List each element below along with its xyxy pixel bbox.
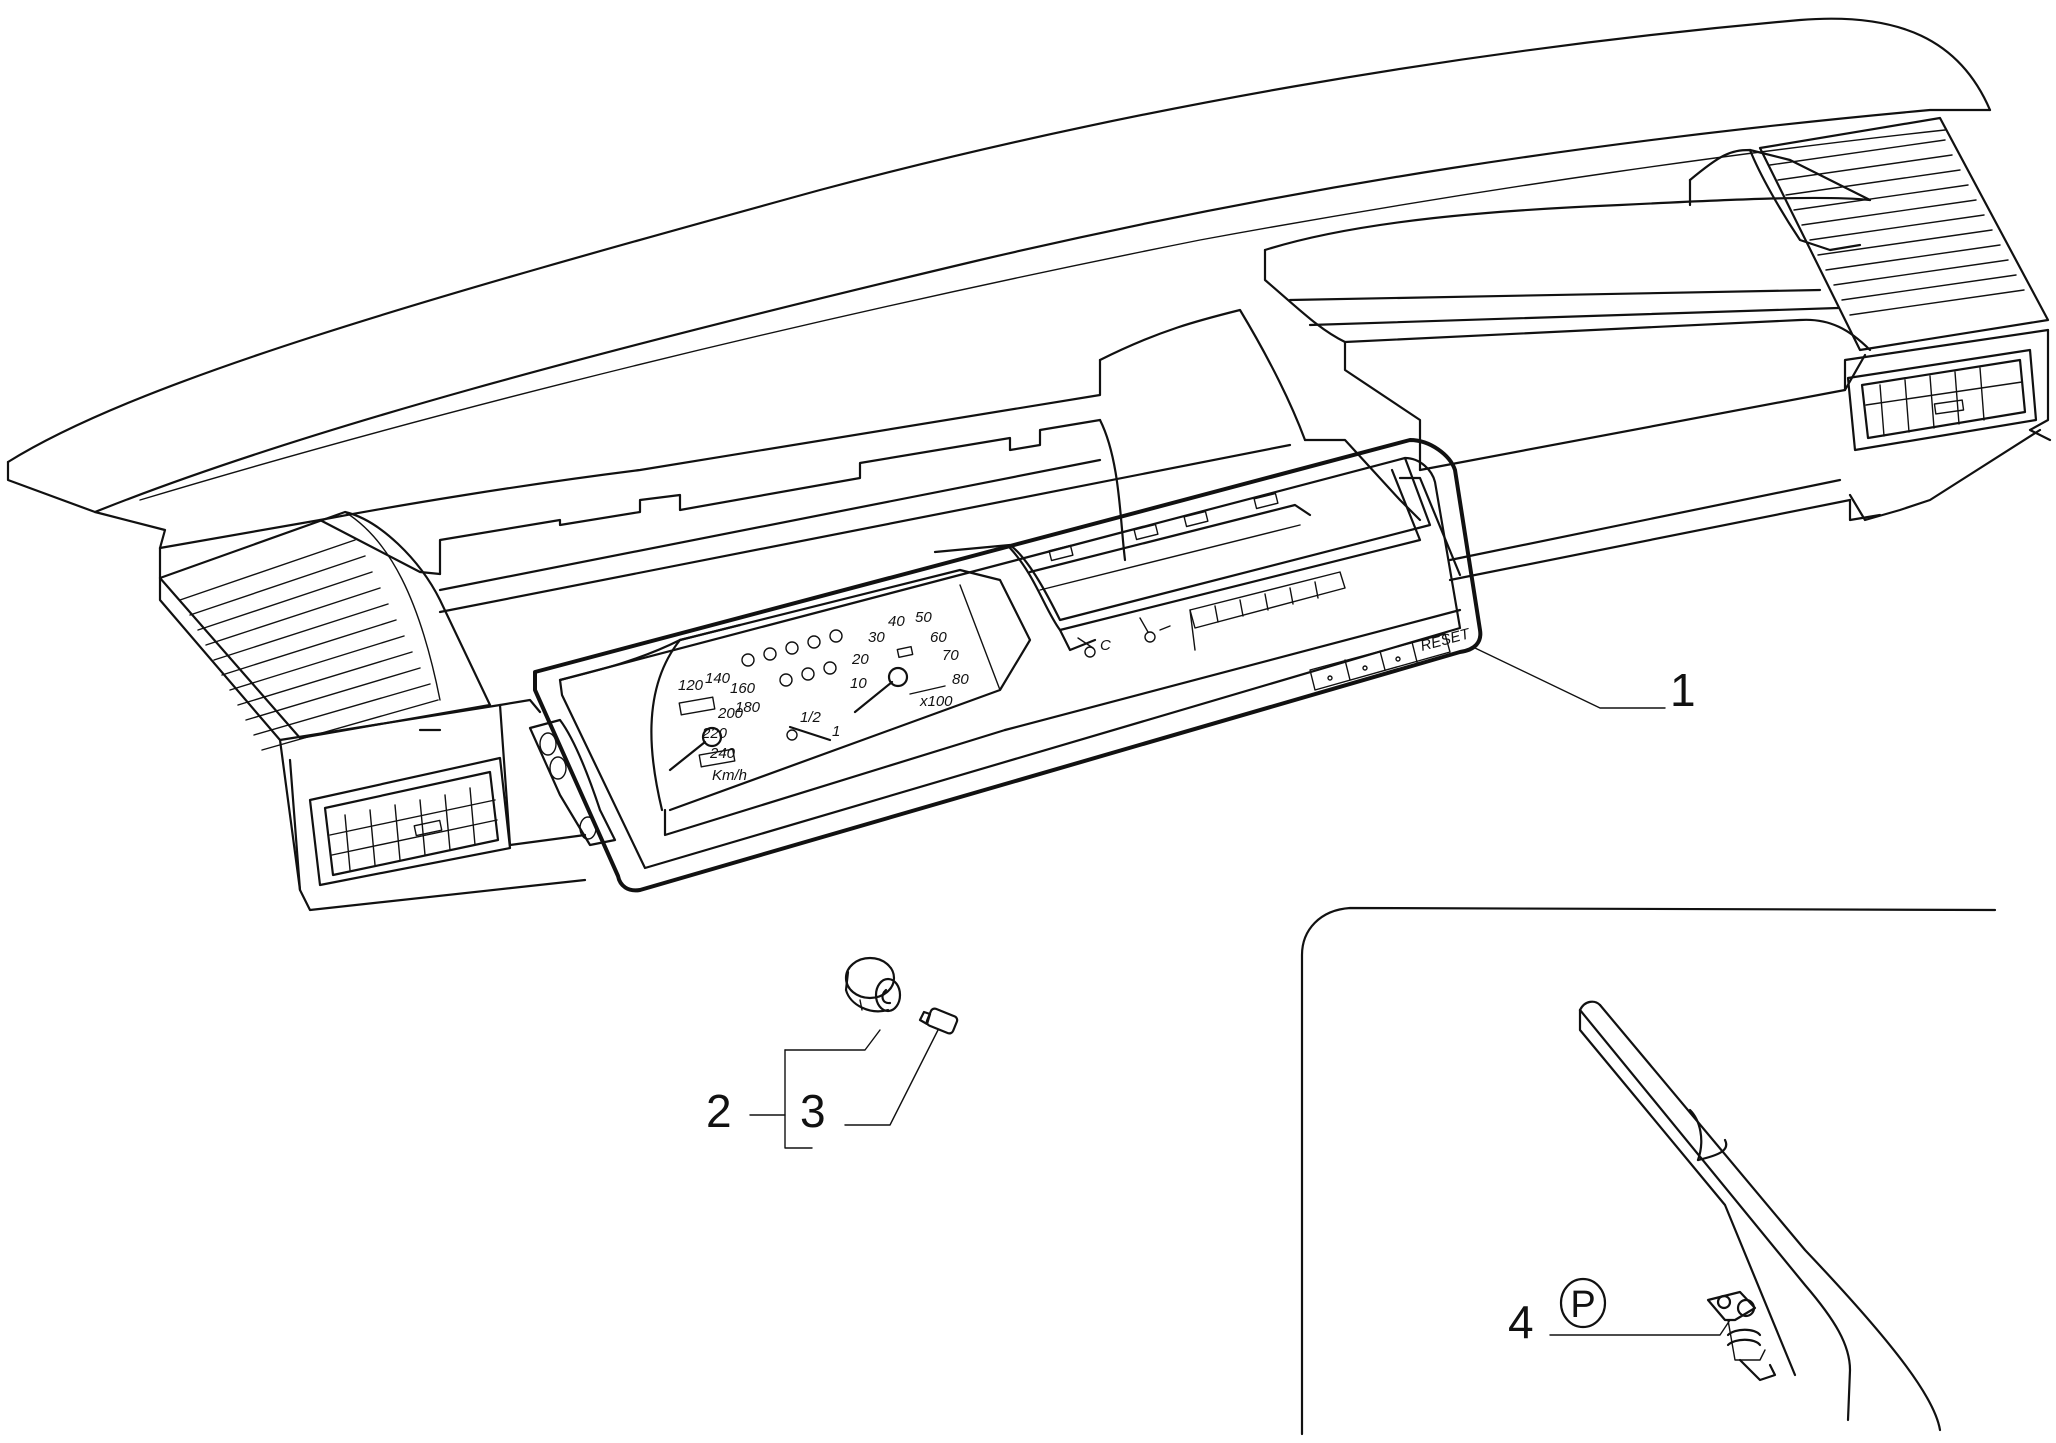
tacho-30: 30 <box>868 629 885 646</box>
callout-1: 1 <box>1670 664 1696 716</box>
dial-dots <box>741 629 843 687</box>
parking-symbol: P <box>1559 1277 1607 1329</box>
parking-brake-switch <box>1706 1290 1777 1382</box>
dashboard-body <box>6 17 2052 912</box>
tacho-50: 50 <box>915 609 932 626</box>
callout-2: 2 <box>706 1085 732 1137</box>
instrument-cluster: RESET 120 140 160 180 200 220 240 Km/h 1… <box>528 438 1483 893</box>
speedo-160: 160 <box>730 680 756 697</box>
tacho-70: 70 <box>942 647 959 664</box>
callout-3: 3 <box>800 1085 826 1137</box>
tacho-80: 80 <box>952 671 969 688</box>
left-side-vent <box>158 510 492 751</box>
fuel-full: 1 <box>832 723 840 740</box>
tacho-10: 10 <box>850 675 867 692</box>
left-lower-vent <box>308 756 512 887</box>
parking-symbol-letter: P <box>1570 1284 1595 1326</box>
right-side-vent <box>1758 116 2050 352</box>
bulb <box>918 1007 959 1035</box>
temp-mark: C <box>1100 637 1111 654</box>
speedo-200: 200 <box>717 705 744 722</box>
bulb-holder <box>844 956 902 1013</box>
tacho-20: 20 <box>851 651 869 668</box>
speedo-180: 180 <box>735 699 761 716</box>
fuel-half: 1/2 <box>800 709 822 726</box>
tacho-40: 40 <box>888 613 905 630</box>
speed-unit: Km/h <box>712 767 747 784</box>
tacho-60: 60 <box>930 629 947 646</box>
inset-parking-brake <box>1300 906 1997 1436</box>
callout-4: 4 <box>1508 1296 1534 1348</box>
leader-lines <box>749 647 1731 1336</box>
speedo-240: 240 <box>709 745 736 762</box>
tacho-multiplier: x100 <box>919 693 953 710</box>
speedo-120: 120 <box>678 677 704 694</box>
right-lower-vent <box>1846 348 2038 452</box>
speedo-140: 140 <box>705 670 731 687</box>
